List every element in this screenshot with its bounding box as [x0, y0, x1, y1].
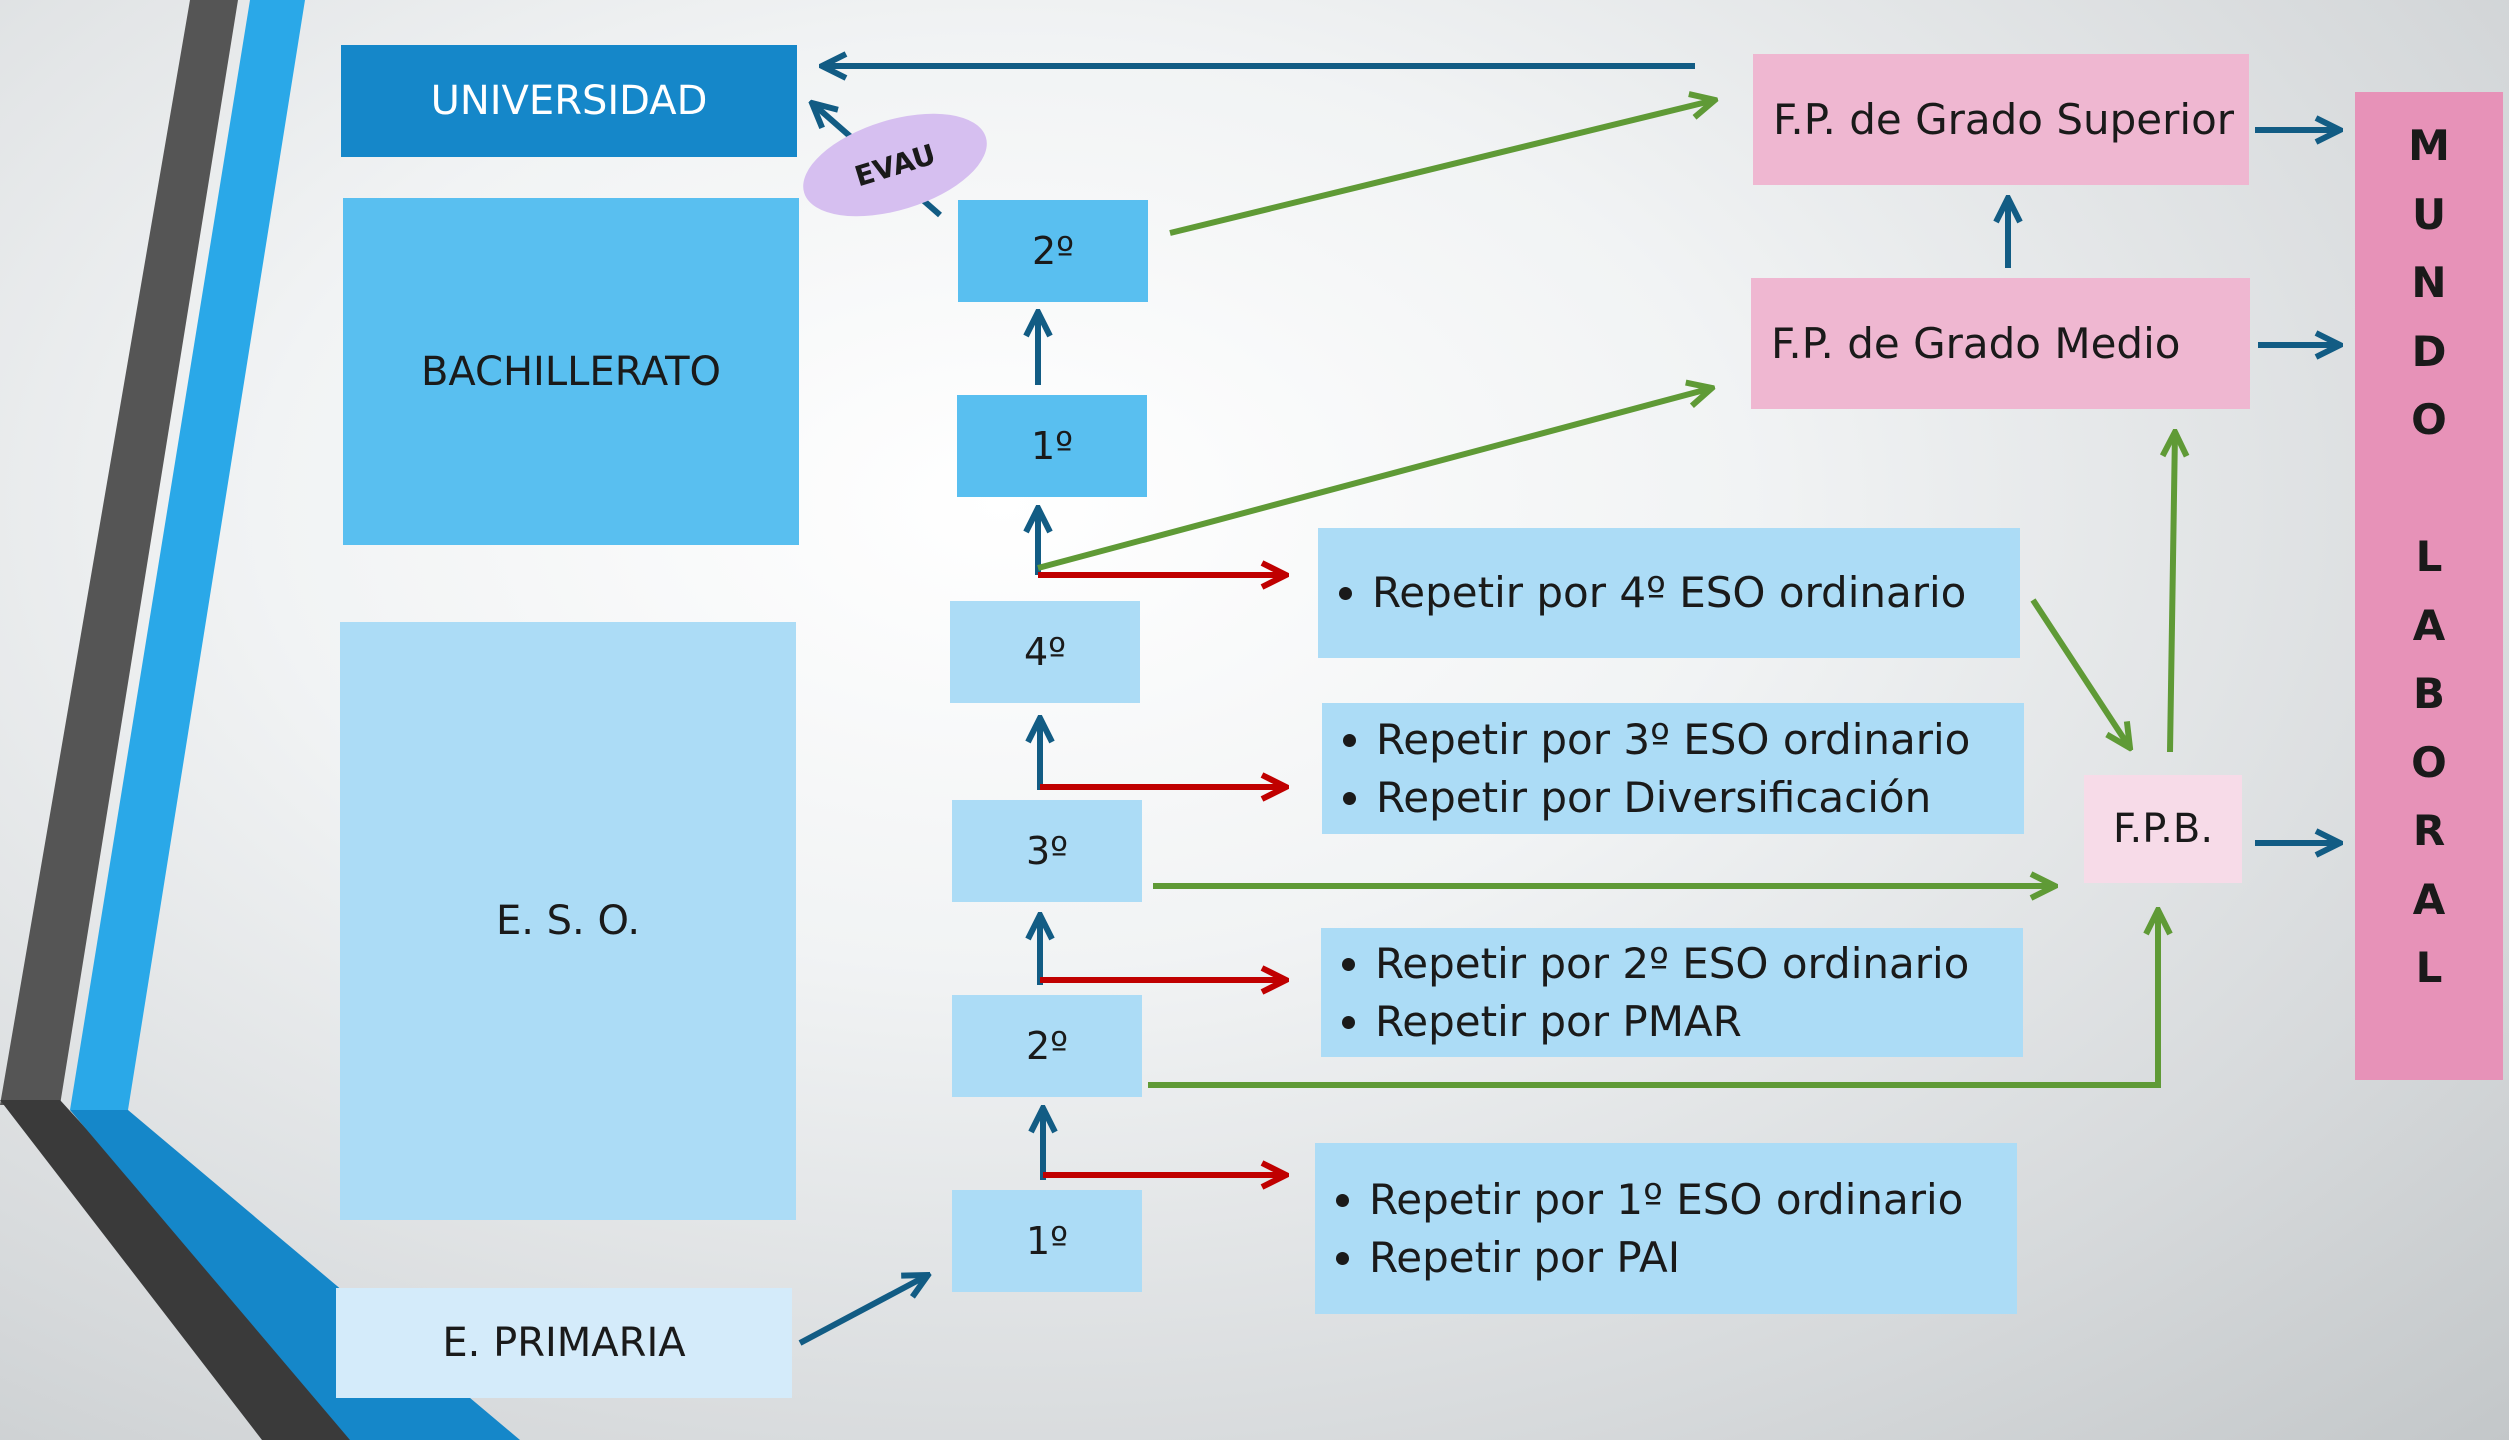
grade-eso-1: 1º	[952, 1190, 1142, 1292]
stage-eso-label: E. S. O.	[495, 898, 641, 944]
repeat-option: Repetir por 2º ESO ordinario	[1375, 935, 2023, 993]
grade-bach-2-label: 2º	[1031, 229, 1075, 273]
stage-bachillerato-label: BACHILLERATO	[420, 348, 722, 395]
repeat-option: Repetir por 3º ESO ordinario	[1376, 711, 2024, 769]
arrow-eso4-to-fpmedio	[1037, 388, 1712, 571]
mundo-laboral-letter: U	[2411, 189, 2447, 239]
mundo-laboral-letter: B	[2412, 669, 2445, 718]
grade-eso-2: 2º	[952, 995, 1142, 1097]
repeat-option: Repetir por PAI	[1369, 1229, 2017, 1287]
mundo-laboral-letter: A	[2412, 874, 2446, 924]
mundo-laboral-letter: M	[2408, 121, 2450, 170]
mundo-laboral-letter: O	[2411, 395, 2447, 444]
fp-grado-superior-label: F.P. de Grado Superior	[1773, 95, 2235, 144]
mundo-laboral: M U N D O L A B O R A L	[2355, 92, 2503, 1080]
stage-primaria-label: E. PRIMARIA	[442, 1320, 686, 1366]
grade-bach-1-label: 1º	[1030, 424, 1074, 468]
stage-primaria: E. PRIMARIA	[336, 1288, 792, 1398]
mundo-laboral-letter: O	[2411, 737, 2447, 787]
repeat-box-eso-1: Repetir por 1º ESO ordinario Repetir por…	[1315, 1143, 2017, 1314]
fp-basica-label: F.P.B.	[2112, 806, 2214, 852]
repeat-box-eso-4: Repetir por 4º ESO ordinario	[1318, 528, 2020, 658]
fp-grado-medio-label: F.P. de Grado Medio	[1771, 319, 2181, 368]
repeat-option: Repetir por 1º ESO ordinario	[1369, 1171, 2017, 1229]
repeat-box-eso-2: Repetir por 2º ESO ordinario Repetir por…	[1321, 928, 2023, 1057]
fp-basica: F.P.B.	[2084, 775, 2242, 883]
mundo-laboral-letter: N	[2411, 258, 2447, 307]
stage-universidad-label: UNIVERSIDAD	[430, 78, 708, 124]
grade-bach-2: 2º	[958, 200, 1148, 302]
grade-eso-1-label: 1º	[1025, 1219, 1069, 1263]
arrow-rep4-to-fpb	[2030, 598, 2130, 748]
grade-eso-3: 3º	[952, 800, 1142, 902]
mundo-laboral-letter: A	[2412, 600, 2446, 650]
arrow-fpb-to-fpmedio	[2170, 432, 2175, 753]
grade-eso-2-label: 2º	[1025, 1024, 1069, 1068]
arrow-eso2-to-fpb	[1148, 910, 2158, 1088]
grade-bach-1: 1º	[957, 395, 1147, 497]
stage-universidad: UNIVERSIDAD	[341, 45, 797, 157]
grade-eso-4-label: 4º	[1023, 630, 1067, 674]
mundo-laboral-letter: L	[2415, 532, 2443, 581]
grade-eso-4: 4º	[950, 601, 1140, 703]
mundo-laboral-letter: D	[2411, 326, 2447, 376]
grade-eso-3-label: 3º	[1025, 829, 1069, 873]
stage-bachillerato: BACHILLERATO	[343, 198, 799, 545]
mundo-laboral-letter: L	[2415, 943, 2443, 992]
arrow-bach2-to-fpsup	[1169, 100, 1715, 236]
arrow-primaria-to-eso1	[798, 1275, 928, 1346]
stage-eso: E. S. O.	[340, 622, 796, 1220]
repeat-option: Repetir por 4º ESO ordinario	[1372, 564, 2020, 622]
fp-grado-medio: F.P. de Grado Medio	[1751, 278, 2250, 409]
repeat-option: Repetir por PMAR	[1375, 993, 2023, 1051]
mundo-laboral-letter: R	[2412, 806, 2446, 855]
evau-label: EVAU	[850, 137, 940, 193]
fp-grado-superior: F.P. de Grado Superior	[1753, 54, 2249, 185]
repeat-box-eso-3: Repetir por 3º ESO ordinario Repetir por…	[1322, 703, 2024, 834]
repeat-option: Repetir por Diversificación	[1376, 769, 2024, 827]
